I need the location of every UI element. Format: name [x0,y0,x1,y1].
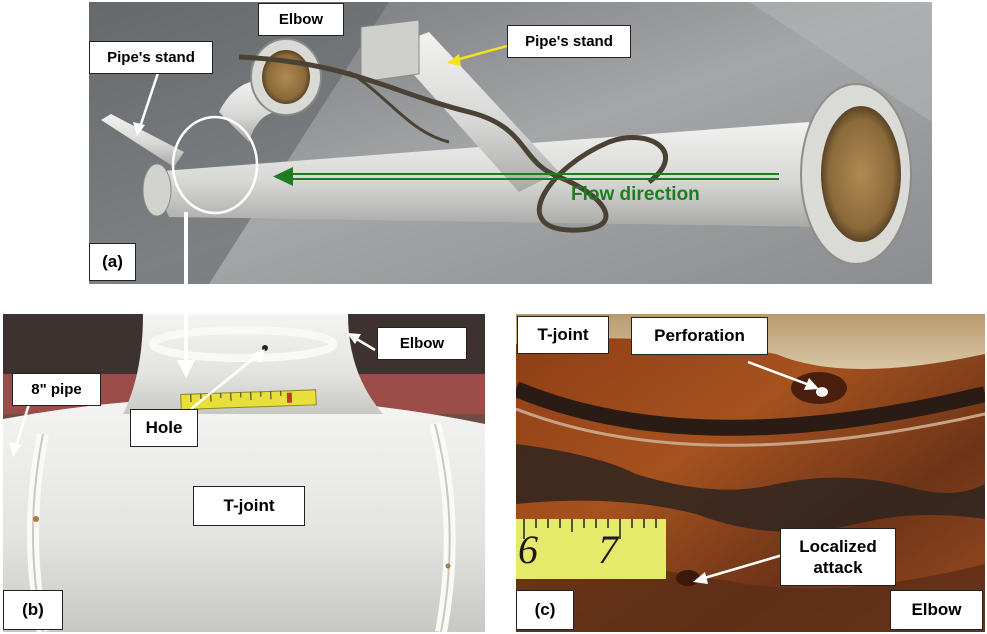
weld-seam-top [149,326,337,362]
hole [262,345,268,351]
label-elbow-b: Elbow [377,327,467,360]
label-perforation: Perforation [631,317,768,355]
localized-attack-pit [676,570,700,586]
panel-b-photo [3,314,485,632]
photo-panel-c: 6 7 T-joint Perforation Localized attack… [516,314,985,632]
arrow-elbow-b [354,336,376,352]
weld-line-c [516,381,985,436]
label-t-joint-b: T-joint [193,486,305,526]
label-t-joint-c: T-joint [517,316,609,354]
scale-patch [516,444,985,532]
wire-rope [238,54,668,233]
label-elbow-a: Elbow [258,3,344,36]
label-localized-line1: Localized [799,537,877,556]
label-localized-line2: attack [813,558,863,577]
label-8-inch-pipe: 8" pipe [12,373,101,406]
ruler-number-7: 7 [598,527,618,572]
arrow-stand-left [137,69,161,131]
measuring-tape-b [180,389,317,411]
label-pipe-stand-right: Pipe's stand [507,25,631,58]
panel-a-tag: (a) [89,243,136,281]
arrow-8-inch-pipe [13,403,31,451]
flow-arrow-head [273,167,293,186]
ruler-number-6: 6 [518,527,538,572]
label-hole: Hole [130,409,198,447]
label-localized-attack: Localized attack [780,528,896,586]
highlight-circle [171,115,259,215]
panel-c-photo [516,314,985,632]
pipe-stand-left [101,114,184,167]
arrow-hole [190,353,260,410]
panel-b-tag: (b) [3,590,63,630]
label-flow-direction: Flow direction [571,184,700,205]
label-elbow-c: Elbow [890,590,983,630]
perforation-hole [816,387,828,397]
panel-c-tag: (c) [516,590,574,630]
photo-panel-a: (a) Pipe's stand Flow direction [89,2,932,284]
arrow-perforation [747,360,813,388]
label-pipe-stand-left: Pipe's stand [89,41,213,74]
photo-panel-b: Elbow 8" pipe Hole T-joint (b) [3,314,485,632]
ruler-c [516,519,666,579]
arrow-localized-attack [700,552,787,581]
arrow-stand-right [455,42,515,62]
